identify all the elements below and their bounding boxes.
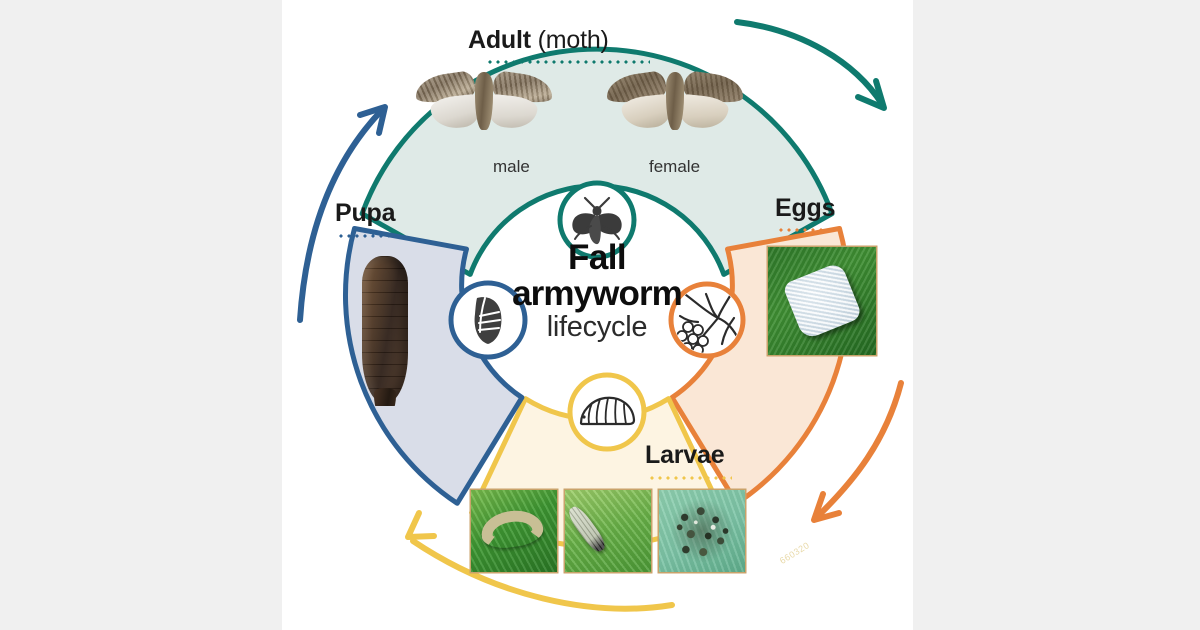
stage-title-larvae: Larvae [645, 441, 725, 469]
center-title-line1: Fall [568, 238, 627, 277]
stage-title-adult: Adult (moth) [468, 26, 609, 54]
stage-title-eggs: Eggs [775, 194, 836, 222]
larva-stripes-photo [565, 490, 651, 572]
egg-mass-on-leaf-icon[interactable] [668, 281, 746, 359]
stage-underline-adult [486, 60, 650, 64]
moth-caption-female: female [649, 157, 701, 176]
female-moth-photo [600, 66, 750, 144]
stage-title-pupa: Pupa [335, 199, 396, 227]
moth-caption-male: male [493, 157, 530, 176]
larva-on-leaf-photo [471, 490, 557, 572]
center-title-line2: armyworm [512, 273, 683, 313]
center-title: Fall armyworm lifecycle [462, 240, 732, 343]
male-moth-photo [409, 66, 559, 144]
arrow-adult-to-eggs [734, 19, 887, 111]
larva-icon[interactable] [567, 372, 647, 452]
stage-underline-eggs [777, 228, 837, 232]
egg-mass-photo [768, 247, 876, 355]
arrow-larvae-to-pupa [405, 510, 675, 612]
pupa-icon[interactable] [448, 280, 528, 360]
moth-icon[interactable] [557, 180, 637, 260]
stage-underline-pupa [337, 234, 403, 238]
center-title-line3: lifecycle [546, 311, 648, 344]
stage-underline-larvae [648, 476, 732, 480]
pupa-photo [330, 256, 440, 406]
arrow-eggs-to-larvae [811, 380, 904, 523]
arrow-pupa-to-adult [297, 104, 388, 323]
infographic-canvas: Adult (moth) male female Eggs Larvae [282, 0, 913, 630]
larval-frass-photo [659, 490, 745, 572]
